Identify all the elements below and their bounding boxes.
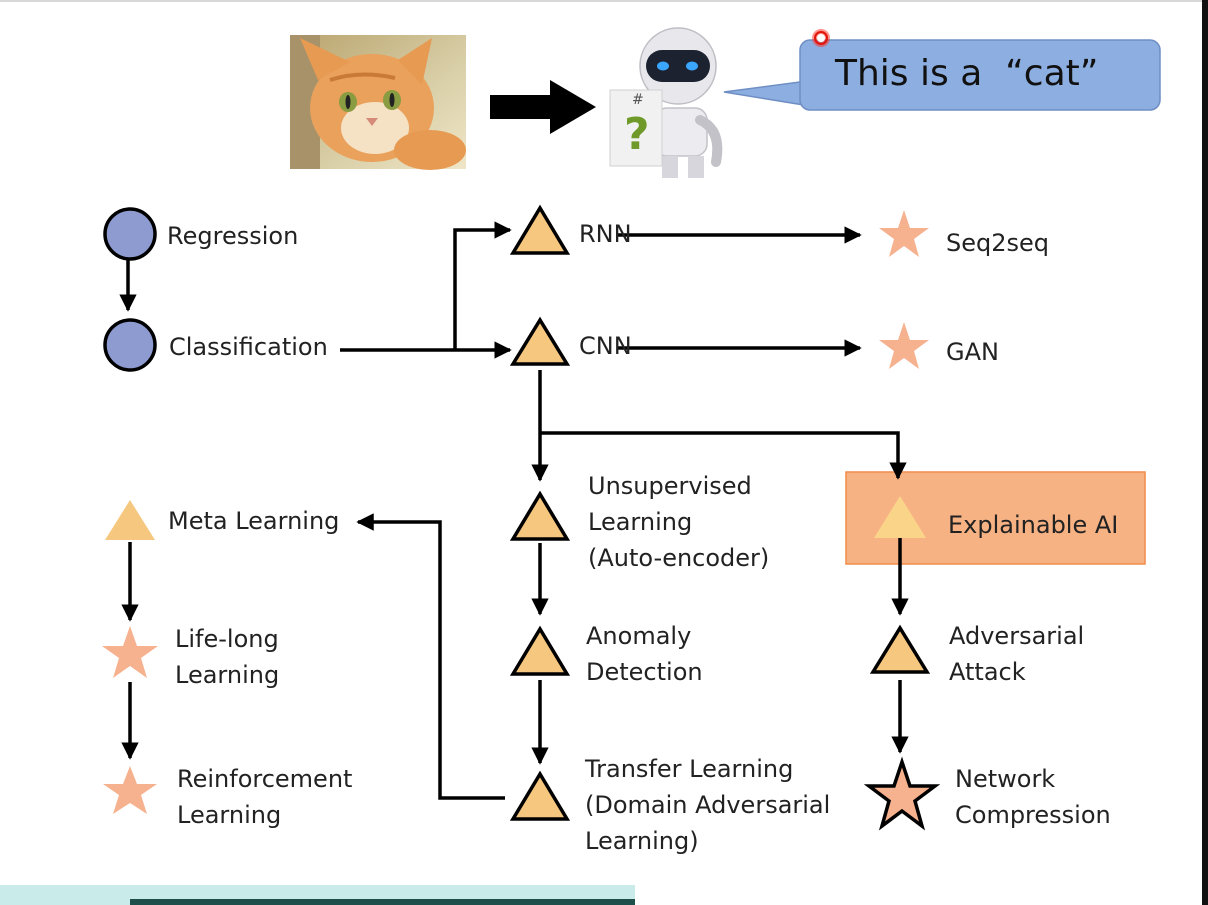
label-reinforcement-1: Reinforcement <box>177 765 353 793</box>
reinforcement-star <box>103 766 157 814</box>
cat-photo <box>290 35 466 170</box>
label-reinforcement-2: Learning <box>177 801 282 829</box>
speech-bubble <box>723 39 1161 111</box>
label-transfer-3: Learning) <box>585 827 699 855</box>
bottom-progress-bar <box>130 899 635 905</box>
top-border <box>0 0 1208 2</box>
network-compression-star <box>863 756 941 831</box>
regression-circle <box>103 207 157 261</box>
anomaly-triangle <box>509 625 571 676</box>
arrow-cnn-explainable <box>540 431 907 480</box>
label-regression: Regression <box>167 222 299 250</box>
label-lifelong-2: Learning <box>175 661 280 689</box>
arrow-transfer-meta <box>356 513 505 800</box>
laser-pointer-dot <box>812 29 830 47</box>
label-transfer-1: Transfer Learning <box>585 755 794 783</box>
label-unsupervised-2: Learning <box>588 508 693 536</box>
rnn-triangle <box>509 204 571 255</box>
explainable-ai-triangle <box>874 496 926 538</box>
label-seq2seq: Seq2seq <box>946 229 1050 257</box>
unsupervised-triangle <box>509 490 571 541</box>
label-gan: GAN <box>946 338 999 366</box>
adversarial-triangle <box>869 624 931 674</box>
label-compression-1: Network <box>955 765 1056 793</box>
window-edge <box>1202 0 1208 905</box>
connectors <box>119 221 909 800</box>
label-anomaly-1: Anomaly <box>586 622 692 650</box>
label-rnn: RNN <box>579 220 632 248</box>
label-adversarial-1: Adversarial <box>949 622 1085 650</box>
big-arrow <box>490 80 596 134</box>
question-mark-icon: ? <box>624 109 650 160</box>
label-meta-learning: Meta Learning <box>168 507 340 535</box>
robot-sign-marker: # <box>632 92 644 108</box>
label-explainable-ai: Explainable AI <box>948 511 1119 539</box>
label-transfer-2: (Domain Adversarial <box>585 791 831 819</box>
label-cnn: CNN <box>579 332 632 360</box>
lifelong-star <box>102 626 158 678</box>
cnn-triangle <box>509 316 571 366</box>
label-adversarial-2: Attack <box>949 658 1026 686</box>
label-anomaly-2: Detection <box>586 658 703 686</box>
speech-bubble-text: This is a “cat” <box>835 53 1099 94</box>
label-lifelong-1: Life-long <box>175 625 279 653</box>
meta-learning-triangle <box>105 500 155 540</box>
classification-circle <box>103 318 157 372</box>
transfer-triangle <box>509 770 571 821</box>
robot <box>609 27 723 178</box>
label-classification: Classification <box>169 333 328 361</box>
label-unsupervised-1: Unsupervised <box>588 472 752 500</box>
label-unsupervised-3: (Auto-encoder) <box>588 544 770 572</box>
label-compression-2: Compression <box>955 801 1111 829</box>
gan-star <box>879 322 929 369</box>
seq2seq-star <box>879 210 929 257</box>
arrow-classification-rnn <box>453 221 512 350</box>
